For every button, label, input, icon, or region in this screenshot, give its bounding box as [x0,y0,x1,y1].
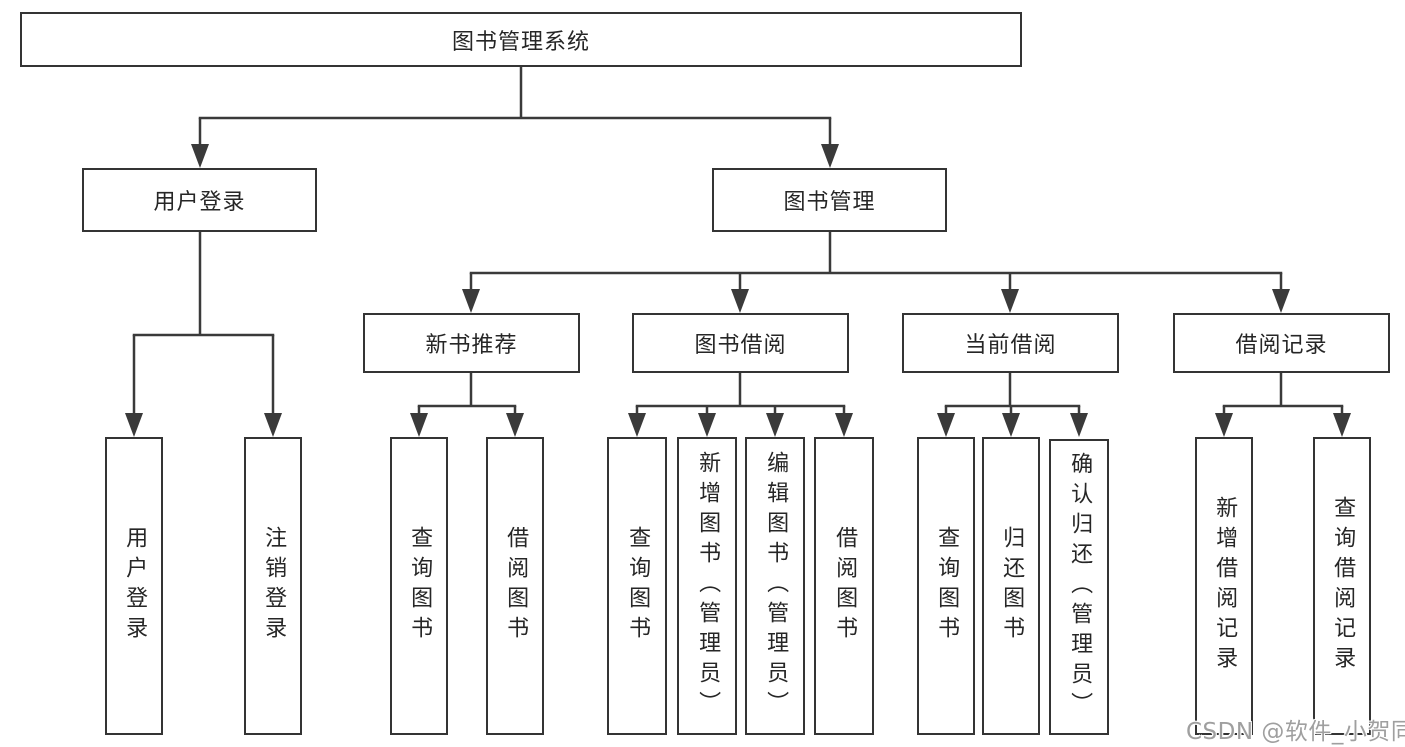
node-new-book-recommendation: 新书推荐 [363,313,580,373]
node-book-management: 图书管理 [712,168,947,232]
leaf-query-borrowing-record: 查询借阅记录 [1313,437,1371,735]
leaf-add-books-admin: 新增图书（管理员） [677,437,737,735]
leaf-query-books-borrowing: 查询图书 [607,437,667,735]
leaf-return-books: 归还图书 [982,437,1040,735]
leaf-borrow-books-borrowing: 借阅图书 [814,437,874,735]
leaf-query-books-current: 查询图书 [917,437,975,735]
node-book-borrowing: 图书借阅 [632,313,849,373]
watermark: CSDN @软件_小贺同学 [1186,719,1405,745]
node-current-borrowing: 当前借阅 [902,313,1119,373]
leaf-confirm-return-admin: 确认归还（管理员） [1049,439,1109,735]
leaf-user-login: 用户登录 [105,437,163,735]
leaf-query-books-recommend: 查询图书 [390,437,448,735]
leaf-add-borrowing-record: 新增借阅记录 [1195,437,1253,735]
arrowheads [125,144,1351,437]
leaf-logout-login: 注销登录 [244,437,302,735]
node-user-login: 用户登录 [82,168,317,232]
leaf-borrow-books-recommend: 借阅图书 [486,437,544,735]
node-borrowing-records: 借阅记录 [1173,313,1390,373]
node-library-management-system: 图书管理系统 [20,12,1022,67]
leaf-edit-books-admin: 编辑图书（管理员） [745,437,805,735]
